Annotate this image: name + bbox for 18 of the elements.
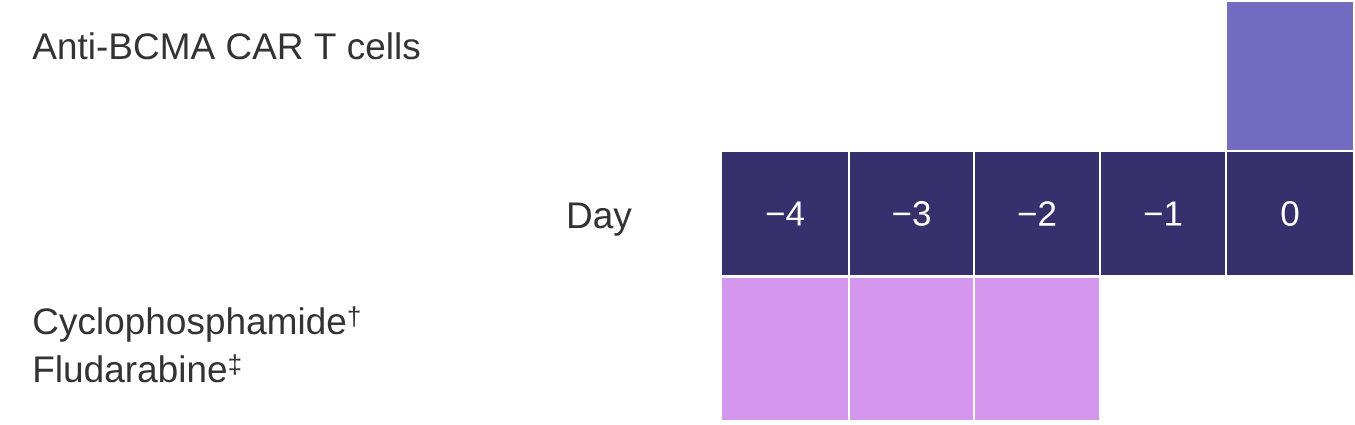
node-label: −1: [1144, 201, 1182, 226]
axis-label: Day: [569, 202, 632, 236]
row-label: Anti-BCMA CAR T cells: [32, 32, 420, 60]
node-label: −3: [893, 201, 930, 226]
row-label: Cyclophosphamide$^{†}$: [34, 306, 360, 342]
day-cell: −3: [850, 152, 973, 275]
row-label: Fludarabine$^{‡}$: [35, 354, 241, 383]
dosing-block: [850, 278, 973, 420]
dosing-block: [722, 278, 848, 420]
day-cell: −2: [975, 152, 1099, 275]
node-label: −2: [1018, 201, 1056, 226]
node-label: −4: [766, 201, 804, 226]
dosing-block: [1227, 2, 1353, 150]
dosing-block: [975, 278, 1099, 420]
node-label: 0: [1281, 201, 1299, 226]
day-cell: −1: [1101, 152, 1225, 275]
day-cell: −4: [722, 152, 848, 275]
day-cell: 0: [1227, 152, 1353, 275]
